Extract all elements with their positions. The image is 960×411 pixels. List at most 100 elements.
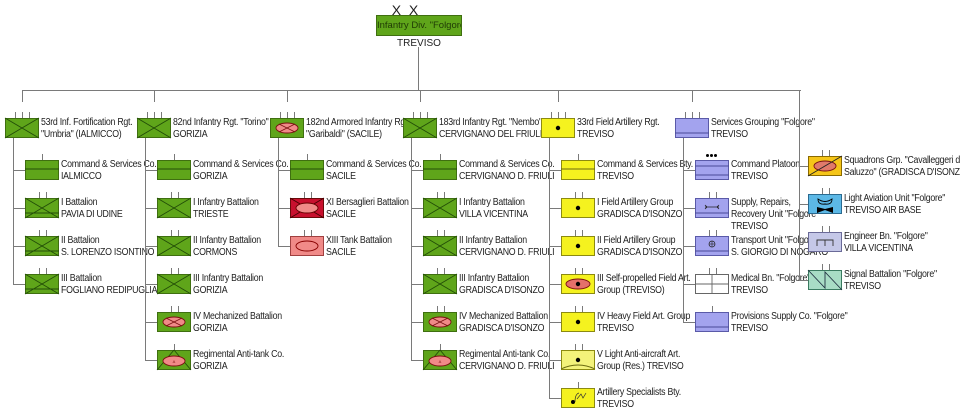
tank-symbol-icon [290, 236, 324, 256]
echelon-bar-icon [171, 192, 172, 198]
branch-stub-line [549, 398, 561, 399]
branch-stub-line [549, 284, 561, 285]
sp-artillery-symbol-icon [561, 274, 595, 294]
unit-label-line-2: FOGLIANO REDIPUGLIA [61, 285, 158, 296]
echelon-bar-icon [582, 344, 583, 350]
unit-label: Command & Services Co.CERVIGNANO D. FRIU… [459, 159, 555, 183]
branch-stub-line [411, 246, 423, 247]
unit-label-line-2: GORIZIA [193, 171, 228, 182]
echelon-bar-icon [444, 230, 445, 236]
echelon-bar-icon [154, 112, 155, 118]
column-spine-line [799, 90, 800, 280]
artillery-hq-symbol-icon [561, 160, 595, 180]
echelon-bar-icon [692, 112, 693, 118]
unit-label: 82nd Infantry Rgt. "Torino"GORIZIA [173, 117, 269, 141]
infantry-symbol-icon [156, 197, 192, 219]
services-symbol-icon [695, 312, 729, 332]
infantry-symbol-icon [422, 235, 458, 257]
fort-infantry-symbol-icon [24, 197, 60, 219]
hq-symbol-icon [290, 160, 324, 180]
unit-label-line-2: GORIZIA [193, 285, 228, 296]
unit-label-line-1: Signal Battalion "Folgore" [844, 269, 937, 280]
column-spine-line [145, 138, 146, 361]
branch-stub-line [683, 322, 695, 323]
echelon-bar-icon [575, 192, 576, 198]
artillery-symbol-icon [561, 236, 595, 256]
echelon-bar-icon [444, 192, 445, 198]
unit-label-line-1: 33rd Field Artillery Rgt. [577, 117, 660, 128]
echelon-dot-icon [714, 154, 717, 157]
echelon-bar-icon [46, 268, 47, 274]
unit-label-line-1: II Infantry Battalion [459, 235, 527, 246]
infantry-symbol-icon [156, 273, 192, 295]
unit-label: 33rd Field Artillery Rgt.TREVISO [577, 117, 660, 141]
echelon-bar-icon [829, 150, 830, 156]
column-drop-line [558, 90, 559, 102]
unit-label: Provisions Supply Co. "Folgore"TREVISO [731, 311, 848, 335]
column-spine-line [549, 138, 550, 399]
echelon-bar-icon [822, 226, 823, 232]
unit-label-line-2: TREVISO [597, 171, 634, 182]
echelon-bar-icon [178, 306, 179, 312]
branch-stub-line [278, 170, 290, 171]
echelon-bar-icon [716, 192, 717, 198]
unit-label-line-1: III Infantry Battalion [193, 273, 264, 284]
echelon-bar-icon [294, 112, 295, 118]
echelon-bar-icon [558, 112, 559, 118]
infantry-symbol-icon [156, 235, 192, 257]
unit-label-line-2: GORIZIA [193, 323, 228, 334]
unit-label-line-2: VILLA VICENTINA [844, 243, 913, 254]
echelon-bar-icon [171, 268, 172, 274]
division-bus-line [22, 90, 801, 91]
branch-stub-line [278, 208, 290, 209]
echelon-bar-icon [575, 230, 576, 236]
echelon-bar-icon [829, 226, 830, 232]
division-hq-box[interactable]: Infantry Div. "Folgore" [376, 15, 462, 36]
echelon-bar-icon [822, 150, 823, 156]
unit-label-line-2: TREVISO [731, 171, 768, 182]
echelon-bar-icon [437, 268, 438, 274]
echelon-bar-icon [716, 230, 717, 236]
svg-text:A: A [439, 359, 442, 364]
unit-label-line-1: Transport Unit "Folgore" [731, 235, 819, 246]
echelon-bar-icon [582, 306, 583, 312]
unit-label: Command & Services Co.GORIZIA [193, 159, 289, 183]
unit-label-line-1: I Field Artillery Group [597, 197, 674, 208]
echelon-bar-icon [822, 264, 823, 270]
echelon-bar-icon [161, 112, 162, 118]
echelon-bar-icon [582, 230, 583, 236]
echelon-bar-icon [178, 192, 179, 198]
unit-label-line-2: CORMONS [193, 247, 238, 258]
branch-stub-line [549, 246, 561, 247]
cavalry-symbol-icon [807, 155, 843, 177]
unit-label-line-1: IV Heavy Field Art. Group [597, 311, 691, 322]
aviation-symbol-icon [808, 194, 842, 214]
branch-stub-line [549, 170, 561, 171]
echelon-bar-icon [147, 112, 148, 118]
branch-stub-line [145, 170, 157, 171]
hq-symbol-icon [157, 160, 191, 180]
echelon-bar-icon [42, 154, 43, 160]
unit-label-line-2: SACILE [326, 171, 356, 182]
echelon-bar-icon [444, 306, 445, 312]
unit-label: 53rd Inf. Fortification Rgt."Umbria" (IA… [41, 117, 133, 141]
unit-label-line-1: III Self-propelled Field Art. [597, 273, 691, 284]
unit-label-line-2: TREVISO [597, 323, 634, 334]
unit-label-line-2: GORIZIA [173, 129, 208, 140]
echelon-bar-icon [709, 230, 710, 236]
mechanized-symbol-icon [270, 118, 304, 138]
unit-label: Regimental Anti-tank Co.CERVIGNANO D. FR… [459, 349, 555, 373]
services-hq-symbol-icon [695, 160, 729, 180]
branch-stub-line [13, 246, 25, 247]
unit-label: Artillery Specialists Bty.TREVISO [597, 387, 681, 411]
unit-label-line-1: I Infantry Battalion [459, 197, 525, 208]
echelon-bar-icon [709, 192, 710, 198]
antitank-symbol-icon: A [422, 349, 458, 371]
branch-stub-line [411, 208, 423, 209]
unit-label-line-1: 183rd Infantry Rgt. "Nembo" [439, 117, 542, 128]
